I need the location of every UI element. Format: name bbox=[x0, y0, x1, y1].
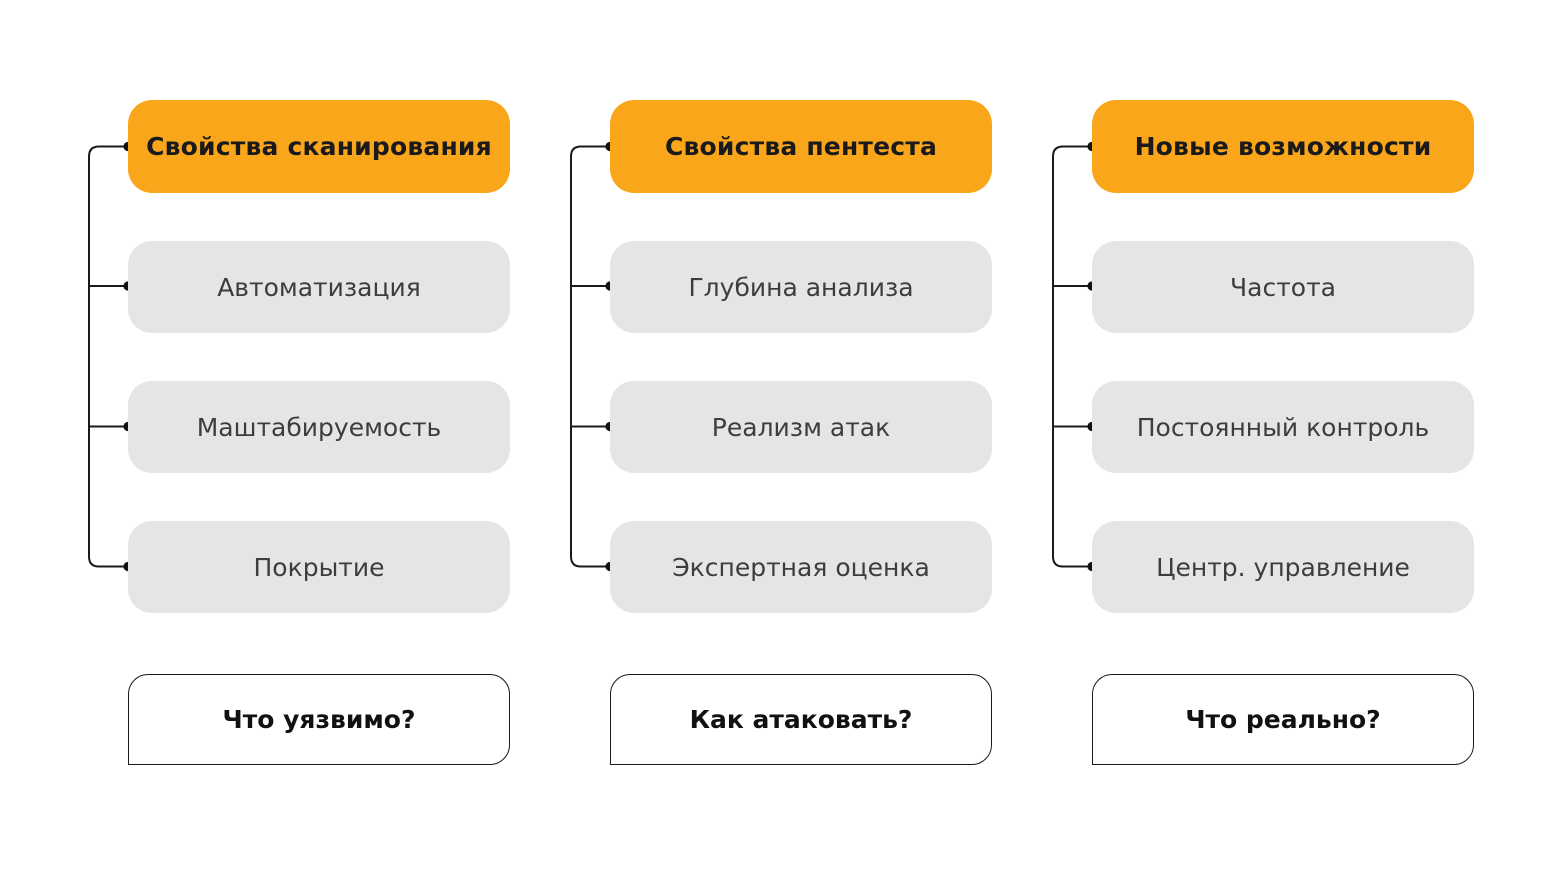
connector-bracket-icon bbox=[88, 141, 133, 572]
item-node: Центр. управление bbox=[1092, 521, 1474, 613]
column-new-capabilities: Новые возможности Частота Постоянный кон… bbox=[1052, 0, 1474, 877]
column-pentest: Свойства пентеста Глубина анализа Реализ… bbox=[570, 0, 992, 877]
item-node: Экспертная оценка bbox=[610, 521, 992, 613]
question-node: Что уязвимо? bbox=[128, 674, 510, 765]
item-node: Частота bbox=[1092, 241, 1474, 333]
item-node: Постоянный контроль bbox=[1092, 381, 1474, 473]
header-node: Свойства пентеста bbox=[610, 100, 992, 193]
header-node: Свойства сканирования bbox=[128, 100, 510, 193]
column-scanning: Свойства сканирования Автоматизация Машт… bbox=[88, 0, 510, 877]
item-node: Покрытие bbox=[128, 521, 510, 613]
question-node: Как атаковать? bbox=[610, 674, 992, 765]
question-node: Что реально? bbox=[1092, 674, 1474, 765]
item-node: Автоматизация bbox=[128, 241, 510, 333]
connector-bracket-icon bbox=[570, 141, 615, 572]
item-node: Глубина анализа bbox=[610, 241, 992, 333]
connector-bracket-icon bbox=[1052, 141, 1097, 572]
header-node: Новые возможности bbox=[1092, 100, 1474, 193]
item-node: Маштабируемость bbox=[128, 381, 510, 473]
item-node: Реализм атак bbox=[610, 381, 992, 473]
